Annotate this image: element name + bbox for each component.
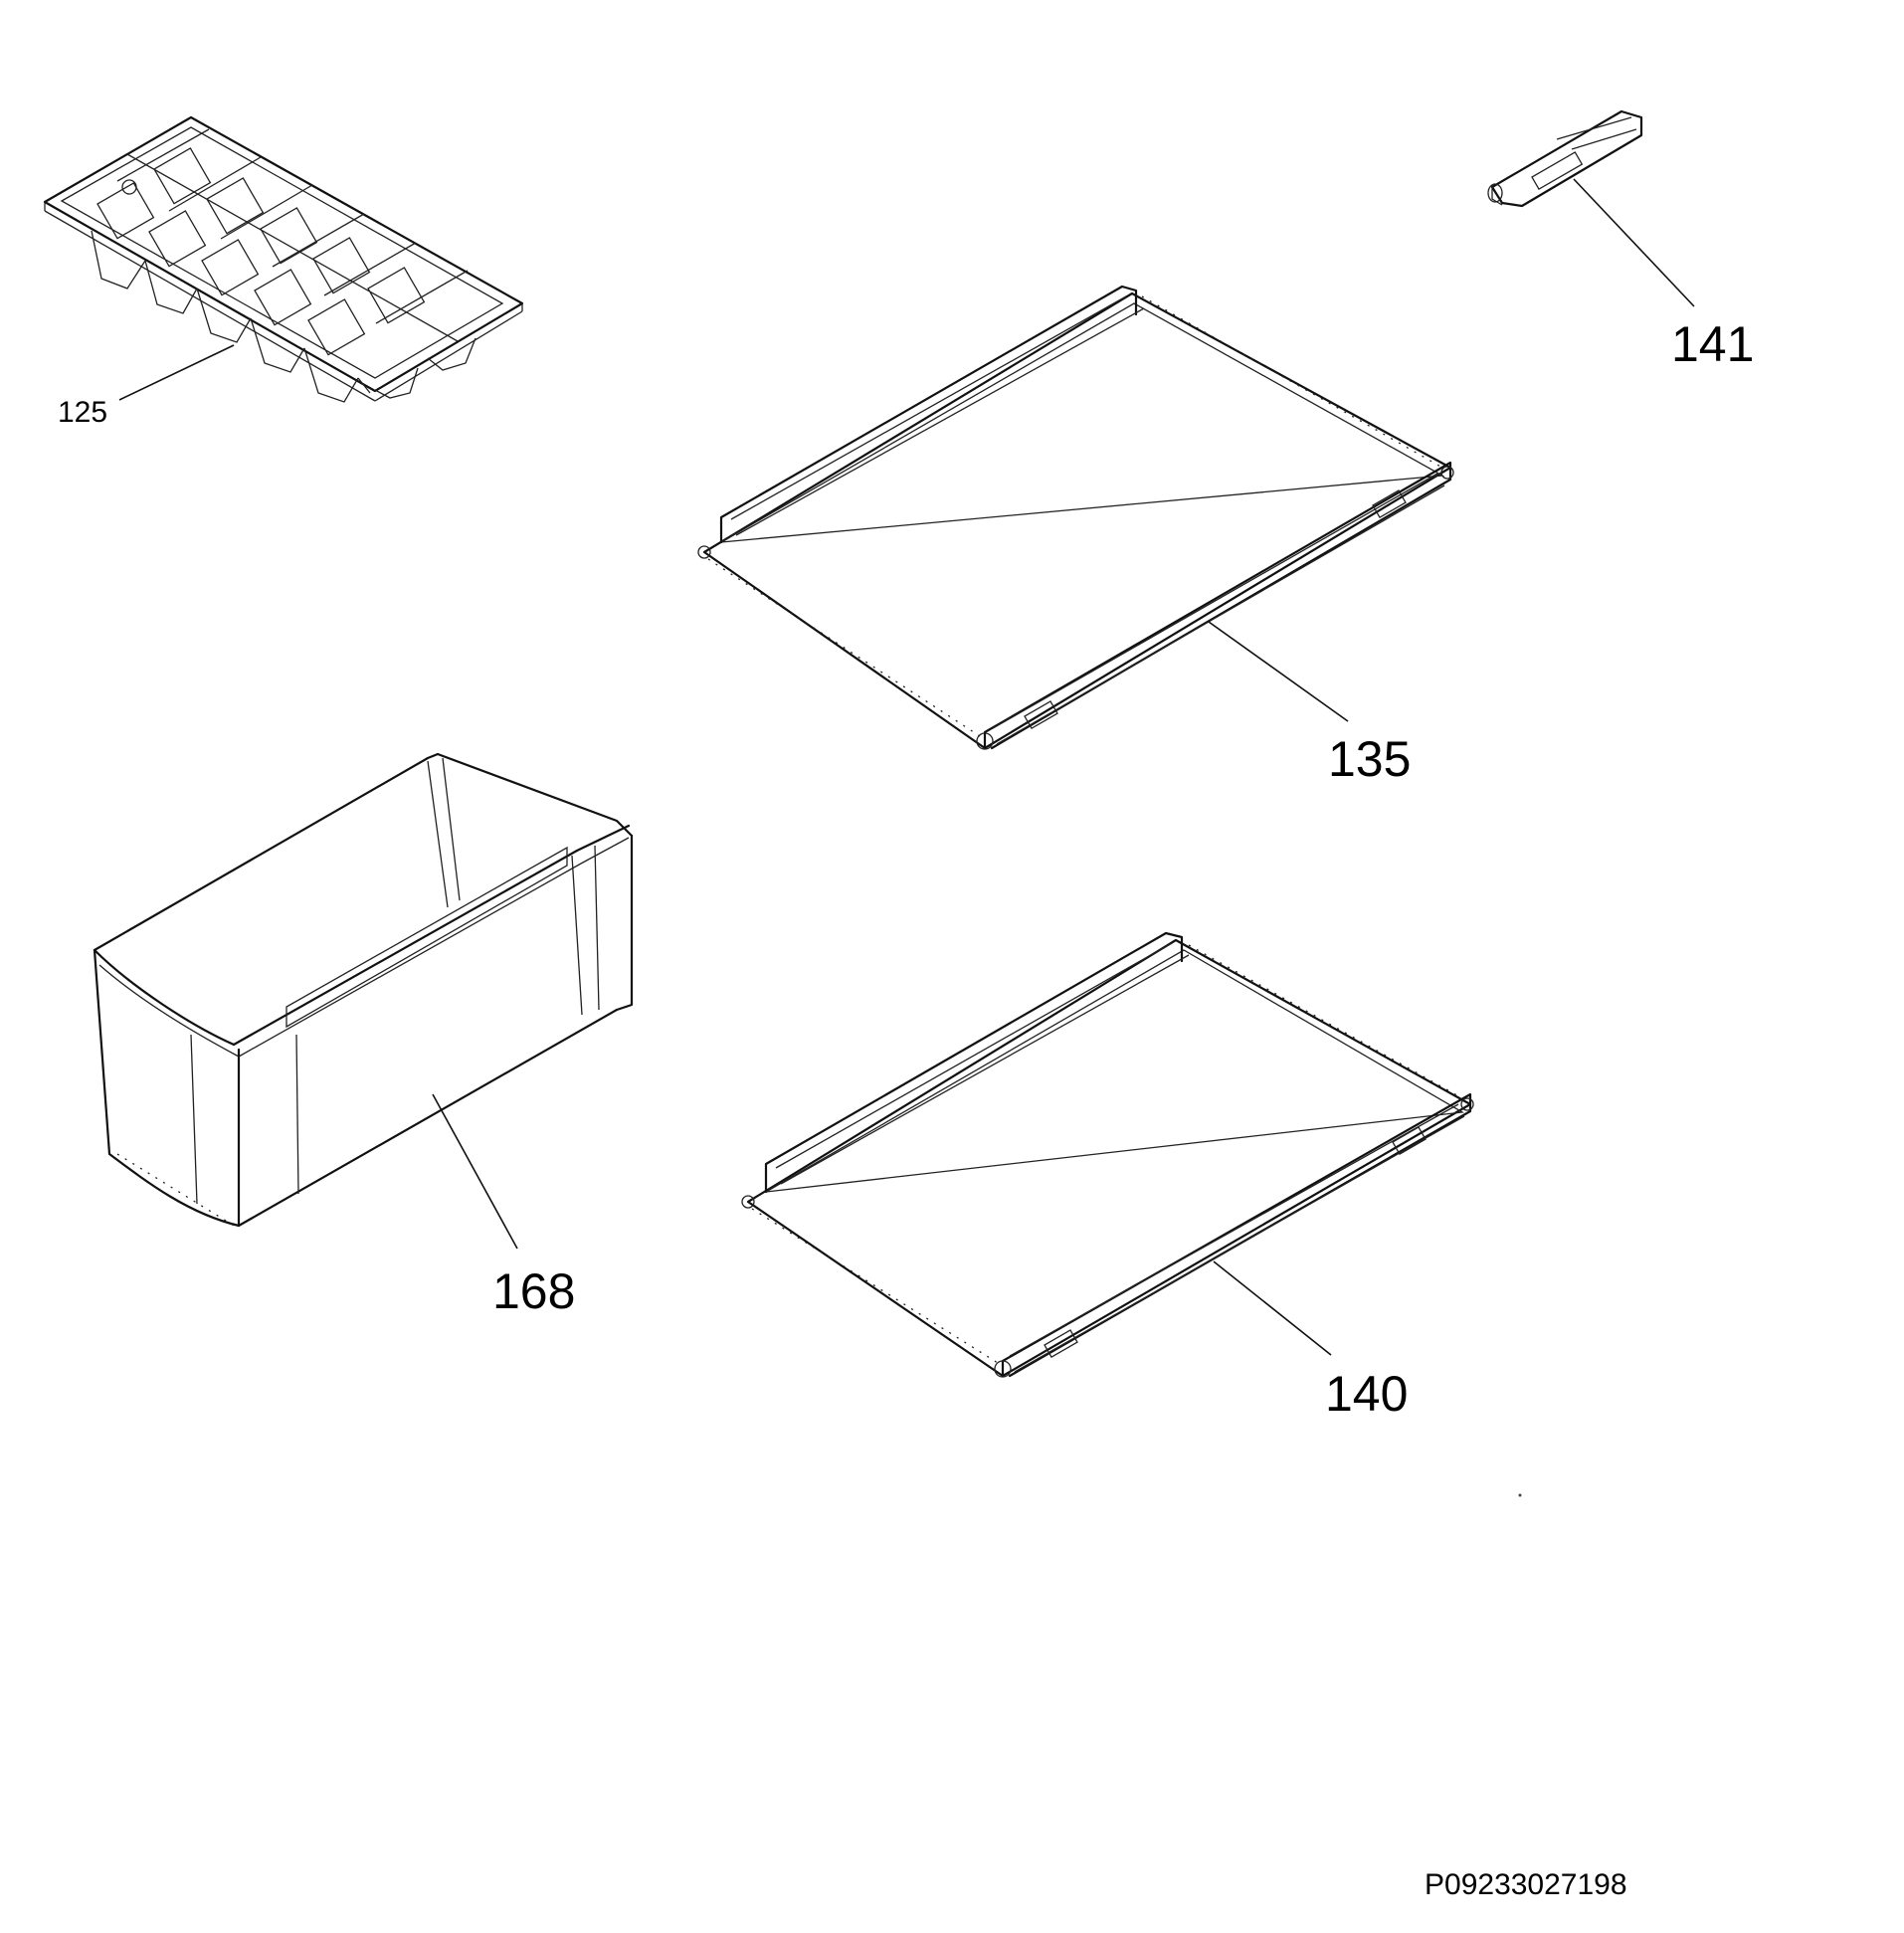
crisper-drawer-part[interactable] bbox=[93, 752, 634, 1230]
lower-shelf-part[interactable] bbox=[741, 931, 1474, 1378]
part-number-135: 135 bbox=[1328, 731, 1411, 787]
part-number-141: 141 bbox=[1671, 316, 1754, 372]
shelf-clip-part[interactable] bbox=[1487, 109, 1643, 208]
part-number-125: 125 bbox=[58, 396, 107, 429]
leader-line-140 bbox=[1213, 1260, 1332, 1356]
leader-line-135 bbox=[1208, 621, 1349, 722]
ice-tray-part[interactable] bbox=[43, 115, 524, 403]
drawing-reference-number: P09233027198 bbox=[1425, 1868, 1627, 1901]
part-number-168: 168 bbox=[492, 1263, 575, 1319]
leader-line-141 bbox=[1573, 178, 1695, 307]
upper-shelf-part[interactable] bbox=[697, 285, 1454, 750]
part-number-140: 140 bbox=[1325, 1366, 1408, 1422]
leader-line-125 bbox=[118, 344, 235, 401]
speck bbox=[1518, 1493, 1522, 1497]
leader-line-168 bbox=[432, 1093, 518, 1250]
